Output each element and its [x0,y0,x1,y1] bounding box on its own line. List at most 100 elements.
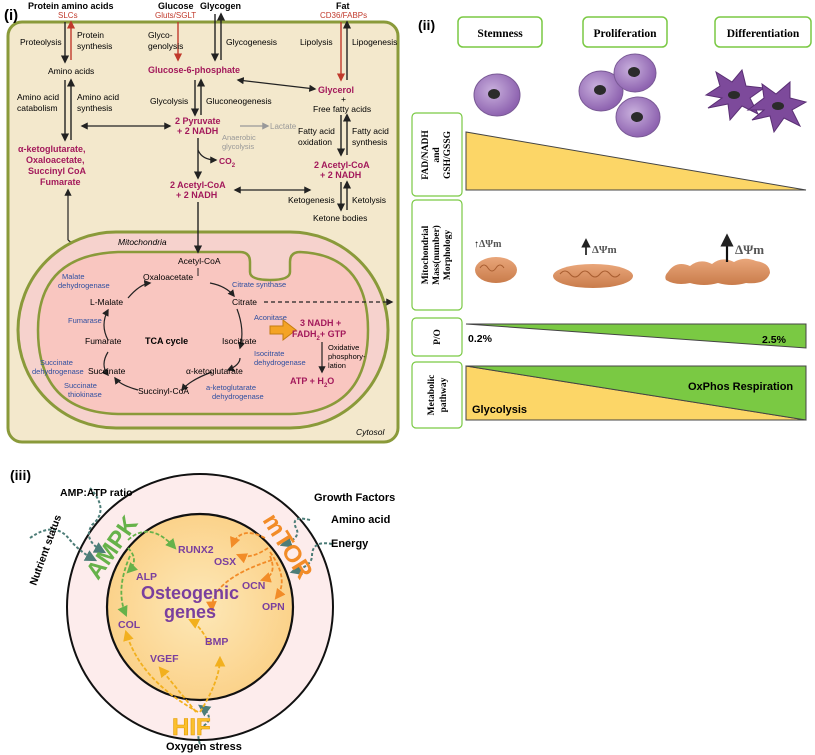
glycogen-title: Glycogen [200,1,241,11]
fa-oxidation-1: Fatty acid [298,126,335,136]
akg-dh-1: a-ketoglutarate [206,383,256,392]
panel-ii: (ii) Stemness Proliferation Differentiat… [411,16,812,429]
succinate-dh-2: dehydrogenase [32,367,84,376]
mitochondrion: Mitochondria [16,230,390,430]
panel-i-label: (i) [4,7,18,24]
glycolysis-text: Glycolysis [472,404,527,416]
protein-transporter: SLCs [58,11,78,20]
hif-to-vgef [158,666,197,713]
redox-wedge [465,131,807,191]
stage-box-differentiation [714,16,812,48]
aa-synthesis-1: Amino acid [77,92,119,102]
amino-acids: Amino acids [48,66,94,76]
input-arrows [29,487,333,745]
panel-iii-label: (iii) [10,467,31,483]
input-amino: Amino acid [331,514,390,526]
l-malate: L-Malate [90,297,123,307]
fat-title: Fat [336,1,350,11]
tca-cycle: TCA cycle [145,336,188,346]
acetyl-mid-1: 2 Acetyl-CoA [170,180,226,190]
lipogenesis-label: Lipogenesis [352,37,397,47]
fumarate: Fumarate [85,336,122,346]
lipolysis-label: Lipolysis [300,37,333,47]
keto-acids-3: Succinyl CoA [28,166,87,176]
aconitase: Aconitase [254,313,287,322]
isocitrate: Isocitrate [222,336,257,346]
ampk-to-col [117,555,131,617]
protein-title: Protein amino acids [28,1,114,11]
succinyl-coa: Succinyl-CoA [138,386,189,396]
mitochondria-label: Mitochondria [118,237,167,247]
gene-ocn: OCN [242,580,265,592]
mito-2: Mass(number) [431,225,442,285]
cytosol-label: Cytosol [356,427,385,437]
input-energy: Energy [331,538,369,550]
ketolysis: Ketolysis [352,195,386,205]
redox-1: FAD/NADH [421,130,431,180]
osteogenic-2: genes [164,602,216,622]
row-box-mito [411,199,463,311]
oxphos-text: OxPhos Respiration [688,381,793,393]
proliferating-cells [578,53,661,138]
differentiated-cells [704,68,808,134]
stage-differentiation: Differentiation [727,28,800,40]
malate-dh-1: Malate [62,272,85,281]
glycogenolysis-2: genolysis [148,41,183,51]
oxphos-3: lation [328,361,346,370]
dpsi-small: ↑ΔΨm [474,239,502,250]
isocitrate-dh-1: Isocitrate [254,349,284,358]
fa-oxidation-2: oxidation [298,137,332,147]
input-oxygen: Oxygen stress [166,741,242,753]
oxphos-1: Oxidative [328,343,359,352]
gluconeogenesis-label: Gluconeogenesis [206,96,272,106]
metabolic-2: pathway [439,377,449,412]
anaerobic-1: Anaerobic [222,133,256,142]
acetyl-mid-2: + 2 NADH [176,190,217,200]
gene-bmp: BMP [205,636,228,648]
aa-catabolism-2: catabolism [17,103,58,113]
redox-3: GSH/GSSG [443,130,453,179]
gene-vgef: VGEF [150,653,179,665]
ketogenesis: Ketogenesis [288,195,335,205]
tca-output-1: 3 NADH + [300,318,341,328]
fa-synthesis-2: synthesis [352,137,387,147]
protein-synthesis-1: Protein [77,30,104,40]
citrate: Citrate [232,297,257,307]
po-high: 2.5% [762,334,787,346]
pyruvate-2: + 2 NADH [177,126,218,136]
dpsi-large: ΔΨm [735,242,764,257]
pyruvate-1: 2 Pyruvate [175,116,221,126]
row-box-metabolic [411,361,463,429]
gene-runx2: RUNX2 [178,544,214,556]
atp-h2o: ATP + H2O [290,376,334,389]
osteogenic-1: Osteogenic [141,583,239,603]
glucose-transporter: Gluts/SGLT [155,11,196,20]
gene-col: COL [118,619,141,631]
oxaloacetate: Oxaloacetate [143,272,193,282]
succinate: Succinate [88,366,126,376]
fa-synthesis-1: Fatty acid [352,126,389,136]
metabolic-1: Metabolic [427,375,437,416]
dpsi-medium: ΔΨm [592,244,617,256]
input-amp-atp: AMP:ATP ratio [60,487,133,499]
co2: CO2 [219,156,236,169]
proteolysis-label: Proteolysis [20,37,62,47]
panel-i: (i) Protein amino acids SLCs Glucose Glu… [4,1,400,444]
panel-iii: (iii) AMP:ATP ratio Nutrient status Grow… [10,467,395,753]
hif-to-bmp [199,655,226,713]
ampk-to-runx2 [127,530,177,550]
succinate-thiokinase-2: thiokinase [68,390,102,399]
tca-output-arrow [269,318,297,342]
keto-acids-4: Fumarate [40,177,81,187]
gene-osx: OSX [214,556,236,568]
lactate: Lactate [270,122,297,131]
gene-opn: OPN [262,601,285,613]
mtor-to-osx [236,547,269,564]
glycolysis-label: Glycolysis [150,96,188,106]
glucose-6-phosphate: Glucose-6-phosphate [148,65,240,75]
protein-synthesis-2: synthesis [77,41,112,51]
sensor-hif: HIF [172,714,211,741]
tca-output-2: FADH2+ GTP [292,329,346,342]
row-box-redox [411,112,463,197]
